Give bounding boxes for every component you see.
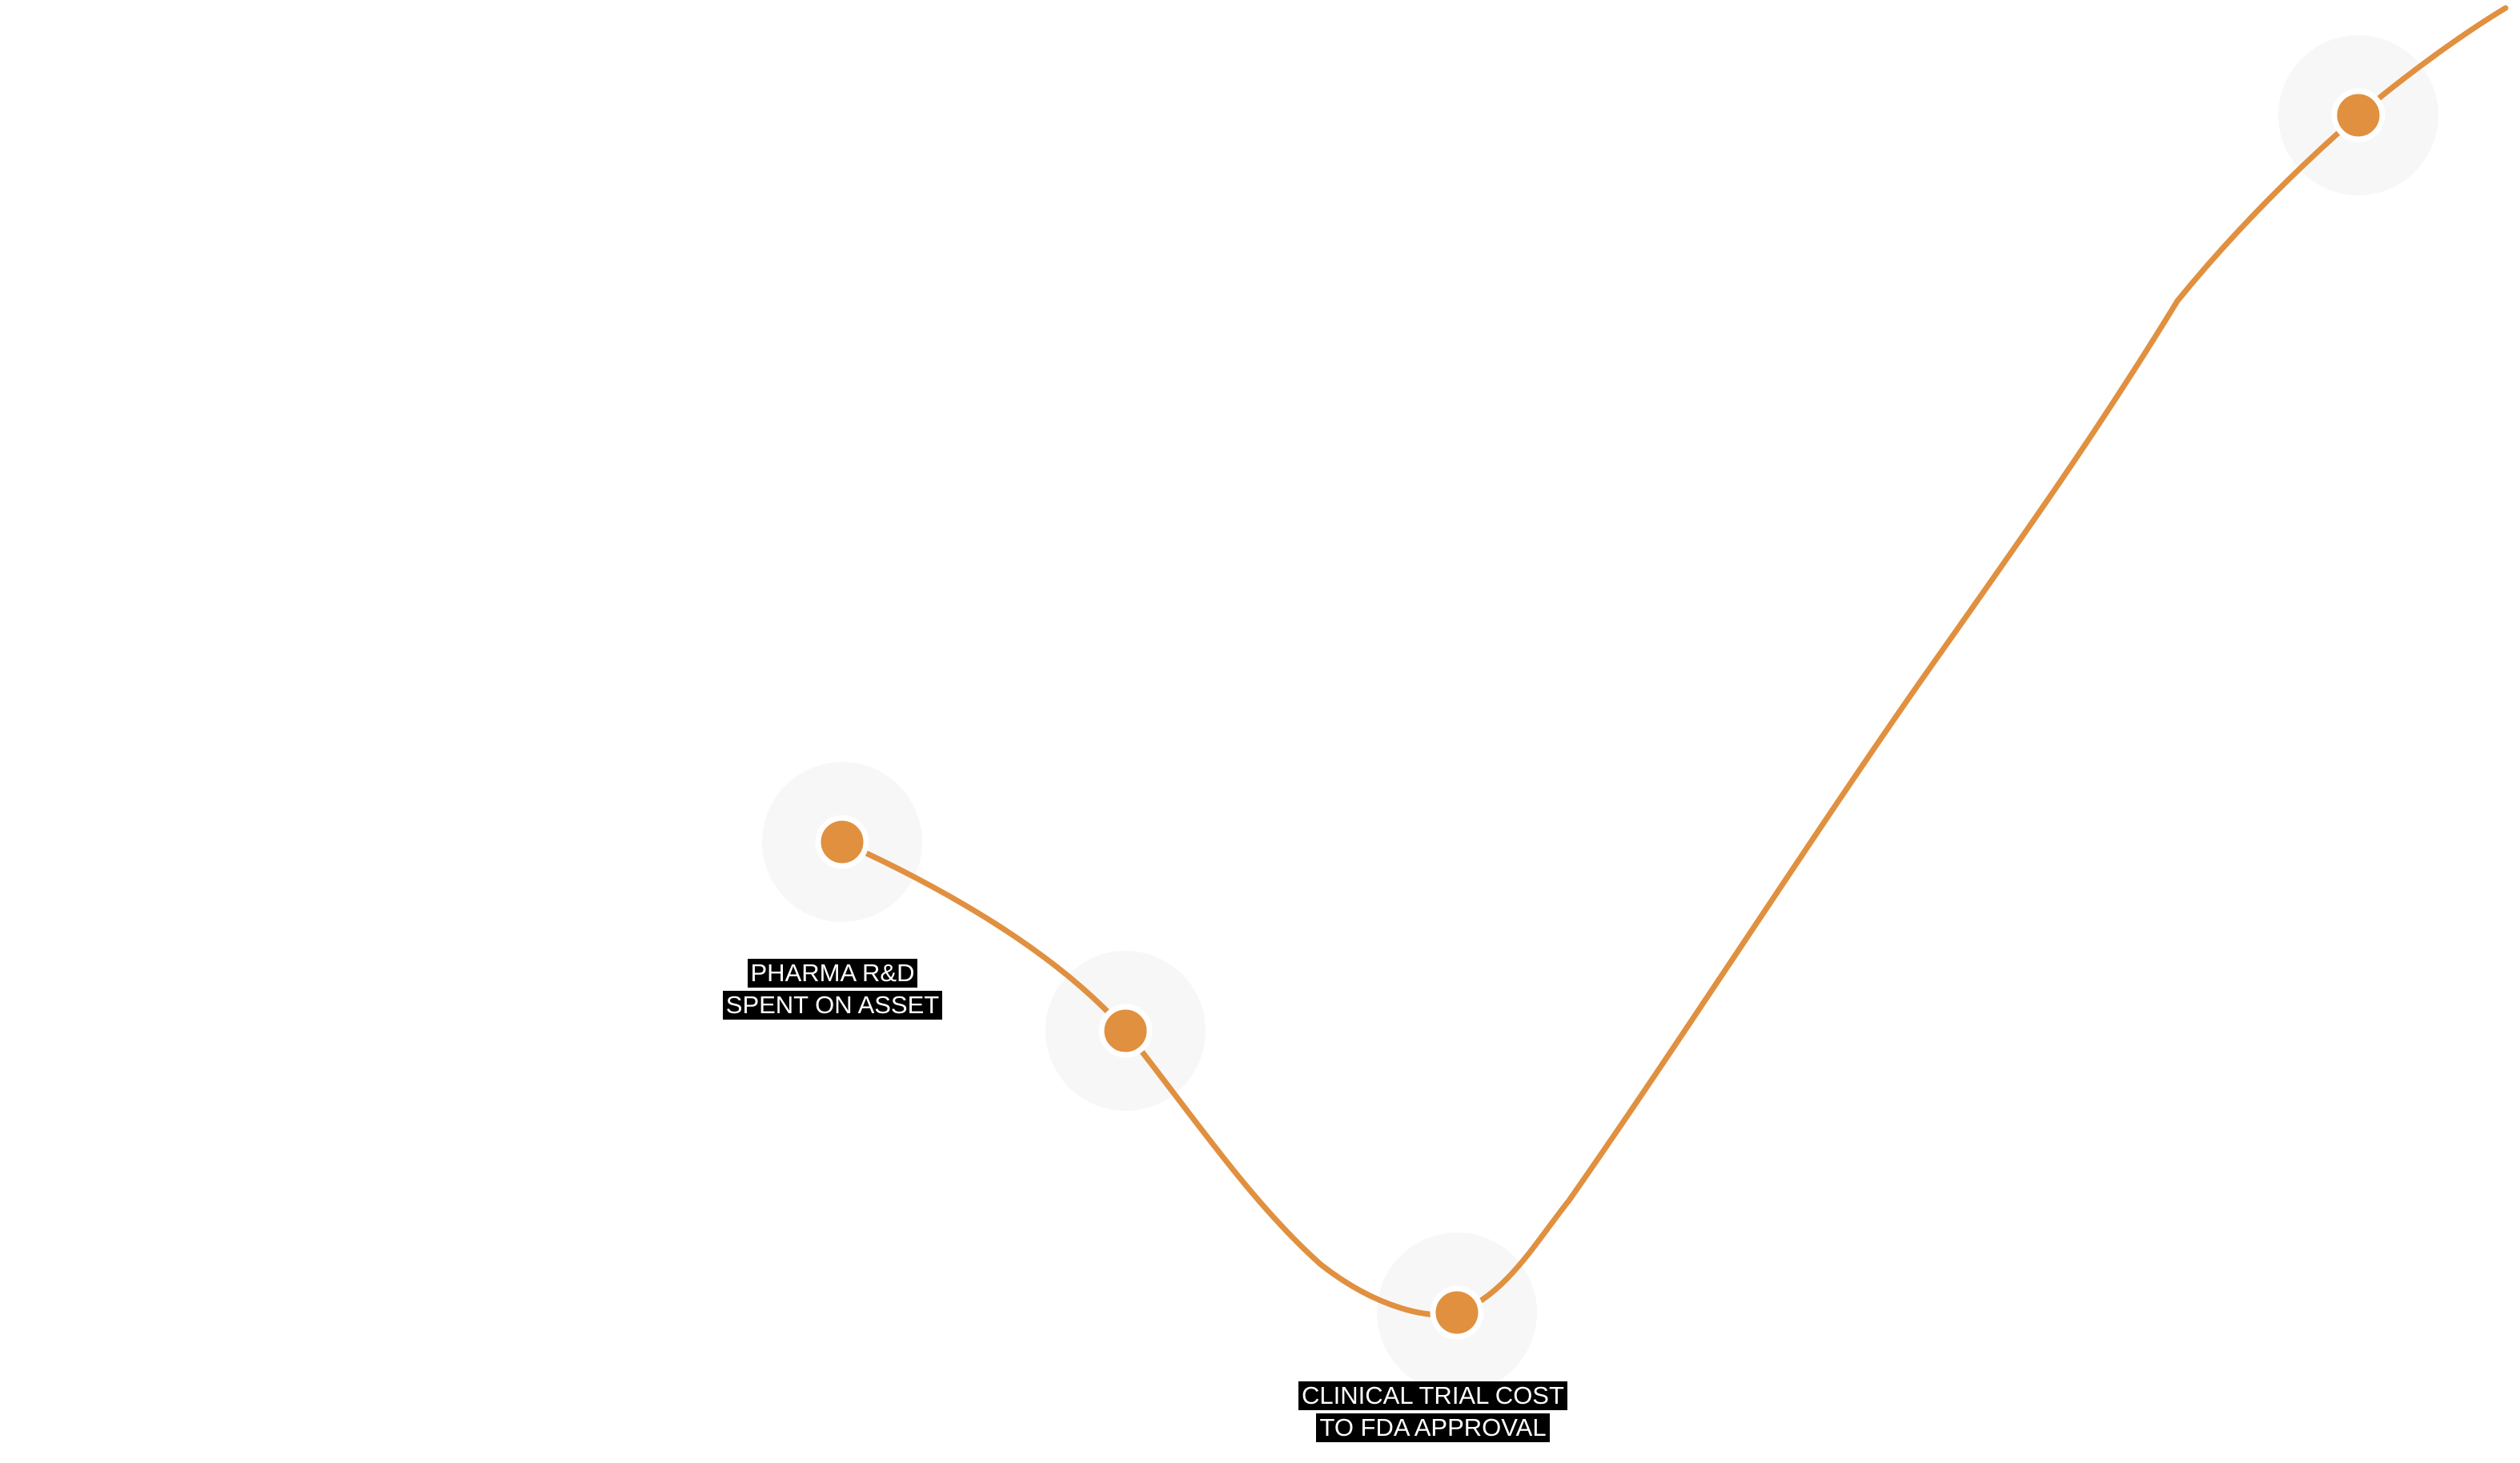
clinical-cost-label-line1: CLINICAL TRIAL COST bbox=[1298, 1381, 1567, 1410]
node-2[interactable] bbox=[1098, 1004, 1153, 1058]
rd-spend-label: PHARMA R&D SPENT ON ASSET bbox=[704, 957, 961, 1021]
node-3[interactable] bbox=[1430, 1285, 1484, 1340]
node-1[interactable] bbox=[815, 815, 869, 869]
clinical-cost-label: CLINICAL TRIAL COST TO FDA APPROVAL bbox=[1273, 1380, 1593, 1444]
trend-line bbox=[839, 5, 2509, 1318]
rd-spend-label-line1: PHARMA R&D bbox=[747, 959, 918, 988]
clinical-cost-label-line2: TO FDA APPROVAL bbox=[1316, 1413, 1550, 1442]
rd-spend-label-line2: SPENT ON ASSET bbox=[722, 991, 943, 1020]
node-4[interactable] bbox=[2331, 88, 2386, 142]
